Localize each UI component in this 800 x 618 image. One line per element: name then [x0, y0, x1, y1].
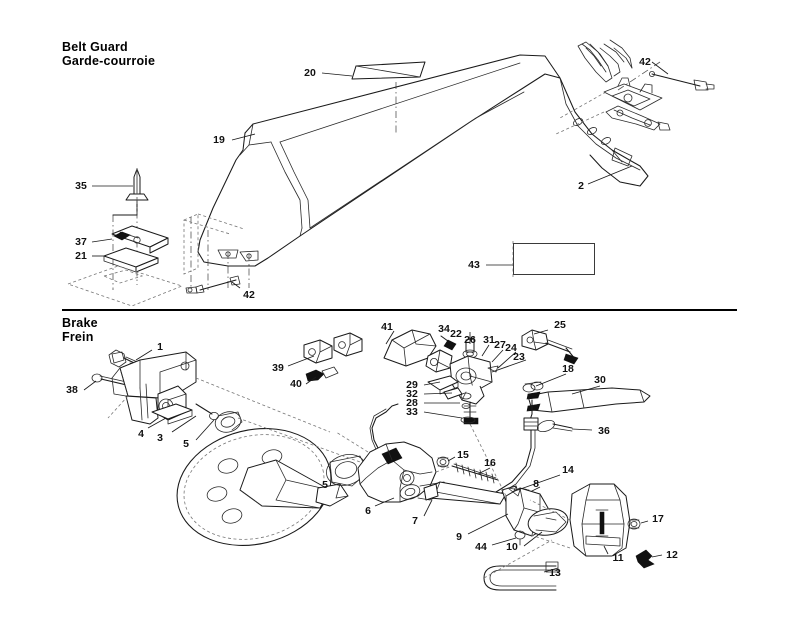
part-44-bolt [514, 530, 526, 546]
callout-number-19: 19 [213, 134, 225, 146]
callout-number-40: 40 [290, 378, 302, 390]
part-18-pivot [522, 381, 544, 393]
callout-number-16: 16 [484, 457, 496, 469]
callout-number-30: 30 [594, 374, 606, 386]
part-15-nut [436, 456, 450, 468]
callout-number-34: 34 [438, 323, 450, 335]
part-20-panel [351, 61, 426, 80]
part-17-nut [627, 518, 641, 530]
part-42-pin-lower [185, 275, 241, 294]
callout-number-6: 6 [365, 505, 371, 517]
callout-number-33: 33 [406, 406, 418, 418]
part-12-clip [635, 549, 655, 569]
callout-number-8: 8 [533, 478, 539, 490]
callout-number-22: 22 [450, 328, 462, 340]
callout-number-5a: 5 [183, 438, 189, 450]
part-36-clip [536, 419, 573, 433]
callout-number-2: 2 [578, 180, 584, 192]
callout-number-15: 15 [457, 449, 469, 461]
belt-guard-latch-cluster [577, 39, 715, 131]
callout-number-7: 7 [412, 515, 418, 527]
part-25-switch [521, 329, 579, 365]
callout-number-38: 38 [66, 384, 78, 396]
part-19-belt-guard [197, 54, 649, 267]
callout-number-5b: 5 [322, 479, 328, 491]
belt-guard-leaders [91, 61, 669, 257]
callout-number-36: 36 [598, 425, 610, 437]
part-34-bracket [425, 335, 457, 373]
callout-number-11: 11 [612, 552, 624, 564]
latch-projection-line [559, 91, 607, 119]
callout-number-39: 39 [272, 362, 284, 374]
callout-number-23: 23 [513, 351, 525, 363]
part-37-bracket [111, 225, 169, 254]
callout-number-43: 43 [468, 259, 480, 271]
part-5-bolt-right [214, 411, 243, 433]
brake-disc-rotor [176, 428, 349, 546]
callout-number-35: 35 [75, 180, 87, 192]
belt-guard-assembly [66, 39, 715, 307]
callout-number-24: 24 [505, 342, 517, 354]
projection-1 [195, 377, 331, 433]
callout-number-14: 14 [562, 464, 574, 476]
part-41-brake-cover [383, 329, 437, 367]
part-43-decal-box [513, 243, 595, 275]
brake-section-title: Brake Frein [62, 316, 98, 344]
callout-number-32: 32 [406, 388, 418, 400]
mounting-surface-ghost [66, 265, 184, 307]
callout-number-25: 25 [554, 319, 566, 331]
callout-number-26: 26 [464, 334, 476, 346]
callout-number-20: 20 [304, 67, 316, 79]
part-13-u-bolt [483, 561, 559, 591]
callout-number-13: 13 [549, 567, 561, 579]
callout-number-18: 18 [562, 363, 574, 375]
part-16-spring [451, 462, 499, 484]
callout-number-31: 31 [483, 334, 495, 346]
callout-number-10: 10 [506, 541, 518, 553]
belt-guard-section-title: Belt Guard Garde-courroie [62, 40, 156, 68]
callout-number-29: 29 [406, 379, 418, 391]
callout-number-27: 27 [494, 339, 506, 351]
callout-number-4: 4 [138, 428, 144, 440]
brake-assembly [83, 329, 663, 591]
part-30-brake-lever [526, 387, 651, 413]
callout-number-3: 3 [157, 432, 163, 444]
callout-number-41: 41 [381, 321, 393, 333]
callout-number-44: 44 [475, 541, 487, 553]
callout-number-37: 37 [75, 236, 87, 248]
callout-number-1: 1 [157, 341, 163, 353]
master-cylinder [449, 337, 493, 425]
callout-number-21: 21 [75, 250, 87, 262]
callout-number-28: 28 [406, 397, 418, 409]
small-hardware-stack [427, 375, 476, 424]
part-5-bolt-left [195, 403, 219, 420]
part-40-clip [305, 366, 339, 382]
callout-number-42a: 42 [639, 56, 651, 68]
section-divider [62, 309, 737, 311]
part-4-brake-pad [151, 403, 193, 425]
callout-number-12: 12 [666, 549, 678, 561]
callout-number-17: 17 [652, 513, 664, 525]
part-39-bracket [303, 332, 363, 364]
callout-number-9: 9 [456, 531, 462, 543]
part-21-plate [103, 247, 159, 273]
part-11-brake-guard [569, 483, 631, 557]
callout-number-42b: 42 [243, 289, 255, 301]
